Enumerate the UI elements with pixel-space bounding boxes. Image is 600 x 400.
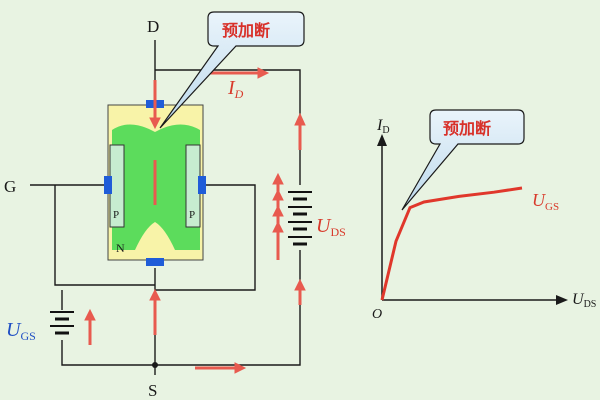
callout-pinchoff-left: 预加断 <box>159 11 305 129</box>
id-label: ID <box>227 77 244 101</box>
origin-label: O <box>372 307 382 322</box>
p-label-left: P <box>113 209 119 221</box>
ugs-battery <box>50 311 74 335</box>
uds-label: UDS <box>316 215 346 239</box>
gate-contact-left <box>104 176 112 194</box>
source-contact <box>146 258 164 266</box>
gate-contact-right <box>198 176 206 194</box>
y-axis-label: ID <box>376 117 390 136</box>
callout-text-left: 预加断 <box>222 21 270 40</box>
callout-text-right: 预加断 <box>443 119 491 138</box>
n-substrate-label: N <box>116 241 125 255</box>
drain-label: D <box>147 17 159 36</box>
current-arrows <box>84 67 306 374</box>
gate-label: G <box>4 177 16 196</box>
y-axis-arrow <box>377 134 387 146</box>
p-label-right: P <box>189 209 195 221</box>
series-label: UGS <box>532 190 559 213</box>
ugs-label: UGS <box>6 319 36 343</box>
callout-pinchoff-right: 预加断 <box>401 109 525 211</box>
ugs-curve <box>380 186 523 301</box>
x-axis-label: UDS <box>572 291 596 310</box>
source-label: S <box>148 381 157 400</box>
iv-chart: ID UDS O UGS 预加断 <box>372 109 596 322</box>
uds-battery <box>288 191 312 246</box>
x-axis-arrow <box>556 295 568 305</box>
